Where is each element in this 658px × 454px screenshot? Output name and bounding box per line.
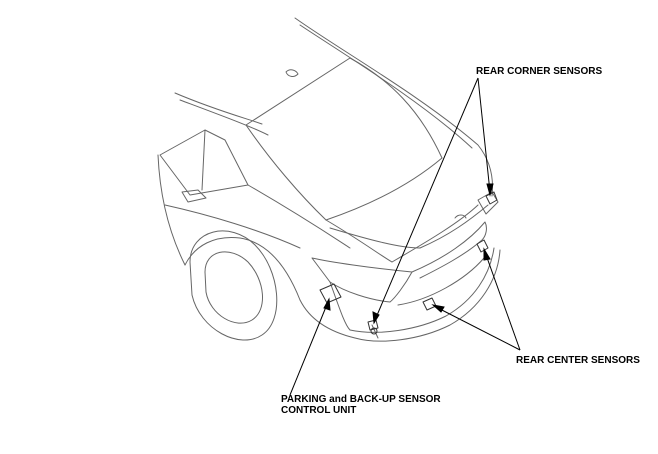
rear-corner-sensors-label: REAR CORNER SENSORS	[476, 66, 603, 77]
arrowhead-corner-left	[372, 311, 380, 325]
sensor-shapes	[319, 191, 498, 335]
control-unit-label: PARKING and BACK-UP SENSOR CONTROL UNIT	[281, 394, 441, 416]
arrowhead-corner-right	[486, 183, 494, 197]
trunk-outline	[311, 191, 499, 303]
side-window-outline	[159, 129, 249, 203]
leader-control-unit	[289, 301, 329, 396]
leader-center-right	[484, 251, 521, 351]
control-unit-label-line2: CONTROL UNIT	[281, 405, 357, 416]
leader-lines	[289, 77, 521, 396]
leader-center-left	[435, 306, 521, 351]
rear-wheel	[189, 230, 278, 341]
body-side-outline	[157, 154, 356, 339]
arrowhead-center-right	[483, 247, 491, 261]
leader-corner-right	[477, 77, 491, 193]
control-unit-label-line1: PARKING and BACK-UP SENSOR	[281, 394, 441, 405]
arrowhead-control-unit	[323, 297, 331, 311]
arrowhead-center-left	[431, 304, 445, 313]
roof-outline	[174, 17, 493, 221]
rear-center-sensors-label: REAR CENTER SENSORS	[516, 355, 640, 366]
leader-corner-left	[374, 77, 479, 321]
